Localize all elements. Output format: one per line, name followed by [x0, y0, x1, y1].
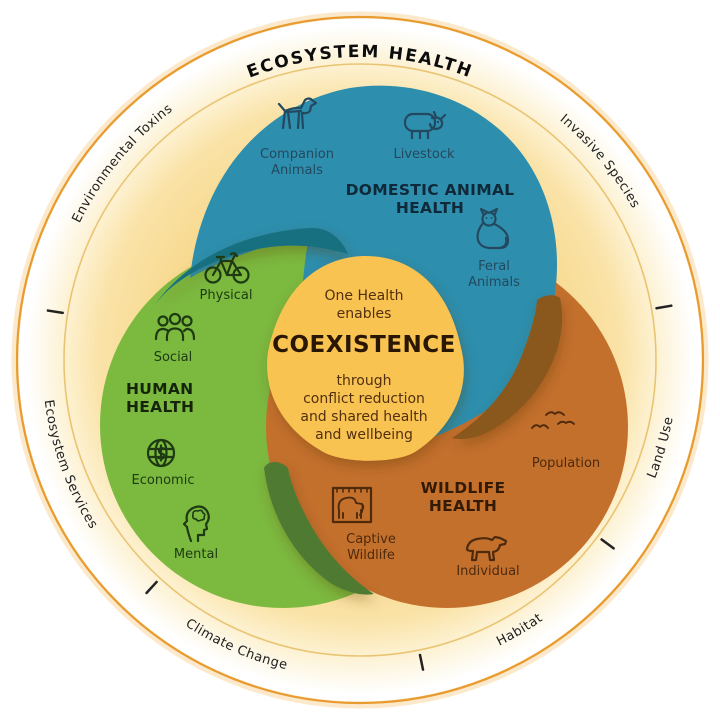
economic-label: Economic: [132, 473, 195, 488]
bicycle-icon: [204, 252, 250, 284]
human-wildlife-overlap: [264, 462, 374, 595]
overlap-bands: [150, 227, 563, 595]
companion-animals-label: Animals: [271, 163, 323, 178]
population-label: Population: [532, 456, 600, 471]
ring-tick: [145, 580, 158, 595]
ring-tick: [600, 538, 615, 550]
inner-ring-border: [63, 63, 657, 657]
captive-wildlife-label: Captive: [346, 532, 396, 547]
livestock-label: Livestock: [393, 147, 455, 162]
cat-icon: [476, 207, 510, 250]
globe-dollar-icon: [146, 438, 176, 468]
center-body: and shared health: [300, 409, 427, 425]
domestic-animal-health-title: DOMESTIC ANIMAL: [346, 181, 515, 199]
people-icon: [154, 312, 196, 342]
wildlife-health-title: WILDLIFE: [421, 479, 506, 497]
center-intro: enables: [337, 306, 392, 322]
flying-birds-icon: [531, 411, 575, 429]
human-health-title: HEALTH: [126, 398, 194, 416]
domestic-wildlife-overlap: [452, 295, 563, 440]
outer-ring-glow: [11, 11, 709, 709]
feral-animals-label: Feral: [478, 259, 510, 274]
ring-ticks: [46, 304, 673, 671]
feral-animals-label: Animals: [468, 275, 520, 290]
mental-label: Mental: [174, 547, 218, 562]
ring-tick: [655, 304, 673, 310]
dog-icon: [277, 97, 318, 130]
head-brain-icon: [182, 505, 210, 543]
bear-icon: [465, 535, 508, 562]
cow-icon: [403, 110, 447, 140]
center-body: through: [336, 373, 391, 389]
domestic-animal-health-title: HEALTH: [396, 199, 464, 217]
center-body: and wellbeing: [315, 427, 413, 443]
center-intro: One Health: [325, 288, 404, 304]
outer-ring-border: [15, 15, 705, 705]
human-health-title: HUMAN: [126, 380, 193, 398]
captive-wildlife-label: Wildlife: [347, 548, 395, 563]
coexistence-center: [267, 256, 464, 461]
ring-tick: [418, 653, 425, 671]
physical-label: Physical: [200, 288, 253, 303]
social-label: Social: [154, 350, 193, 365]
human-domestic-overlap: [150, 227, 348, 312]
coexistence-title: COEXISTENCE: [272, 332, 456, 358]
ring-tick: [46, 309, 64, 315]
companion-animals-label: Companion: [260, 147, 334, 162]
individual-label: Individual: [456, 564, 519, 579]
caged-elephant-icon: [331, 486, 373, 524]
wildlife-health-title: HEALTH: [429, 497, 497, 515]
center-body: conflict reduction: [303, 391, 425, 407]
